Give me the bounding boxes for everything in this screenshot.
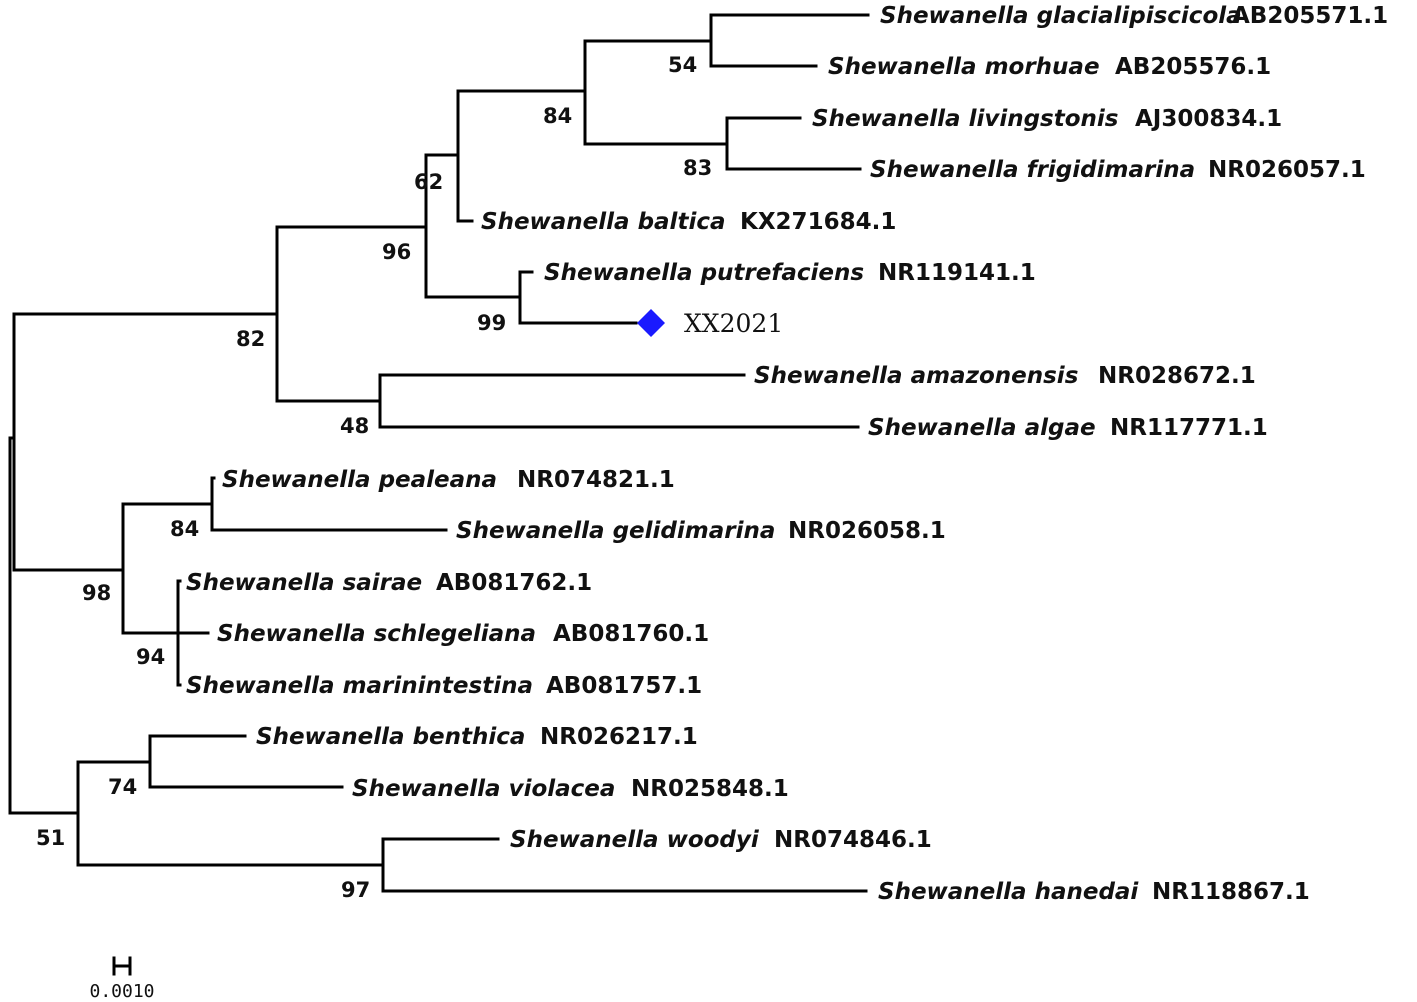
bootstrap-value: 94 xyxy=(136,645,165,669)
leaf-accession: NR025848.1 xyxy=(631,776,789,802)
bootstrap-value: 84 xyxy=(543,104,572,128)
bootstrap-value: 83 xyxy=(683,156,712,180)
branch-node-54 xyxy=(709,13,870,68)
branch-node-62 xyxy=(456,89,587,223)
branch-node-84-upper xyxy=(583,39,729,146)
leaf-species: Shewanella amazonensis xyxy=(754,363,1078,389)
bootstrap-value: 51 xyxy=(36,826,65,850)
query-strain-label: XX2021 xyxy=(684,309,783,338)
leaf-accession: AB081762.1 xyxy=(436,570,592,596)
branch-node-82 xyxy=(275,225,428,403)
bootstrap-value: 98 xyxy=(82,581,111,605)
branch-node-83 xyxy=(725,116,862,171)
scale-bar: 0.0010 xyxy=(89,956,155,1002)
leaf-species: Shewanella benthica xyxy=(256,724,525,750)
leaf-species: Shewanella algae xyxy=(868,415,1096,441)
leaf-species: Shewanella schlegeliana xyxy=(217,621,536,647)
leaf-species: Shewanella livingstonis xyxy=(812,106,1119,132)
tree-branches xyxy=(8,13,870,893)
leaf-accession: AB205571.1 xyxy=(1232,3,1388,29)
leaf-accession: KX271684.1 xyxy=(740,209,896,235)
leaf-accession: NR118867.1 xyxy=(1152,879,1310,905)
branch-node-74 xyxy=(148,734,344,789)
leaf-species: Shewanella marinintestina xyxy=(186,673,533,699)
leaf-species: Shewanella frigidimarina xyxy=(870,157,1195,183)
bootstrap-value: 97 xyxy=(341,878,370,902)
leaf-accession: NR074846.1 xyxy=(774,827,932,853)
branch-node-84-lower xyxy=(210,476,448,532)
leaf-accession: NR074821.1 xyxy=(517,467,675,493)
leaf-species: Shewanella gelidimarina xyxy=(456,518,775,544)
leaf-accession: AB081757.1 xyxy=(546,673,702,699)
leaf-accession: NR028672.1 xyxy=(1098,363,1256,389)
leaf-species: Shewanella woodyi xyxy=(510,827,760,853)
leaf-species: Shewanella hanedai xyxy=(878,879,1139,905)
branch-node-99 xyxy=(518,270,638,325)
leaf-accession: NR026058.1 xyxy=(788,518,946,544)
branch-node-51 xyxy=(76,760,385,867)
leaf-accession: NR026057.1 xyxy=(1208,157,1366,183)
branch-root xyxy=(8,436,80,815)
bootstrap-value: 54 xyxy=(668,53,697,77)
bootstrap-value: 74 xyxy=(108,775,137,799)
leaf-species: Shewanella putrefaciens xyxy=(544,260,864,286)
bootstrap-value: 82 xyxy=(236,327,265,351)
bootstrap-value: 48 xyxy=(340,414,369,438)
leaf-species: Shewanella violacea xyxy=(352,776,615,802)
bootstrap-value: 96 xyxy=(382,240,411,264)
bootstrap-values: 54 83 84 62 99 96 48 82 84 94 98 74 97 5… xyxy=(36,53,712,902)
leaf-species: Shewanella glacialipiscicola xyxy=(880,3,1242,29)
leaf-species: Shewanella sairae xyxy=(186,570,422,596)
leaf-species: Shewanella morhuae xyxy=(828,54,1100,80)
bootstrap-value: 62 xyxy=(414,170,443,194)
bootstrap-value: 84 xyxy=(170,517,199,541)
leaf-accession: NR117771.1 xyxy=(1110,415,1268,441)
branch-top-split xyxy=(12,312,279,572)
leaf-accession: AJ300834.1 xyxy=(1135,106,1282,132)
branch-node-94 xyxy=(176,579,210,687)
leaf-species: Shewanella baltica xyxy=(481,209,725,235)
leaf-labels: Shewanella glacialipiscicola AB205571.1 … xyxy=(186,3,1388,905)
leaf-species: Shewanella pealeana xyxy=(222,467,497,493)
branch-node-97 xyxy=(381,837,868,893)
branch-node-98 xyxy=(121,502,214,635)
branch-node-48 xyxy=(378,373,860,429)
query-diamond-icon xyxy=(637,309,665,337)
leaf-accession: NR026217.1 xyxy=(540,724,698,750)
branch-node-96 xyxy=(424,153,522,299)
scale-bar-line xyxy=(112,956,132,976)
leaf-accession: NR119141.1 xyxy=(878,260,1036,286)
leaf-accession: AB081760.1 xyxy=(553,621,709,647)
scale-bar-label: 0.0010 xyxy=(89,981,154,1002)
leaf-accession: AB205576.1 xyxy=(1115,54,1271,80)
bootstrap-value: 99 xyxy=(477,311,506,335)
